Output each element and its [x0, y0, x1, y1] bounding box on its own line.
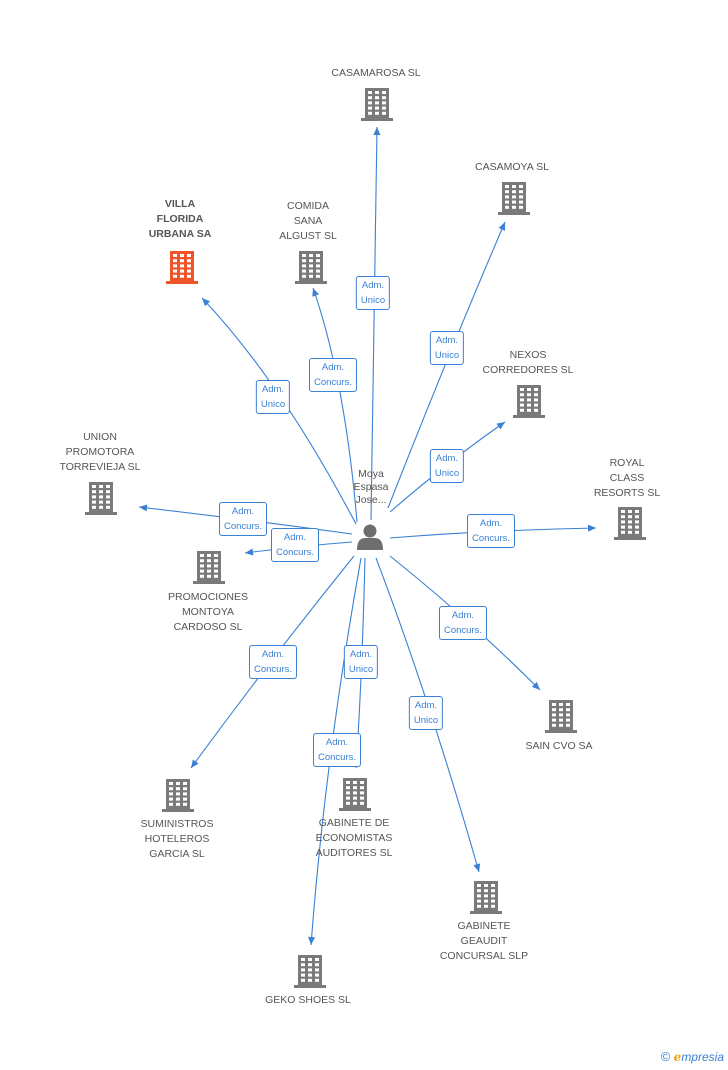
company-label-gabeco[interactable]: GABINETE DE ECONOMISTAS AUDITORES SL	[315, 817, 393, 859]
edge-arrow-villa	[202, 298, 211, 307]
building-icon-casamoya[interactable]	[498, 182, 530, 215]
building-icon-gaudit[interactable]	[470, 881, 502, 914]
edge-arrow-casamoya	[498, 222, 506, 231]
company-label-comida[interactable]: COMIDA SANA ALGUST SL	[279, 200, 337, 242]
building-icon-union[interactable]	[85, 482, 117, 515]
company-label-suministros[interactable]: SUMINISTROS HOTELEROS GARCIA SL	[140, 818, 214, 860]
edge-label-sain[interactable]: Adm. Concurs.	[438, 606, 488, 640]
edge-arrow-gaudit	[473, 863, 481, 872]
company-label-casamarosa[interactable]: CASAMAROSA SL	[331, 67, 421, 79]
person-label[interactable]: Moya Espasa Jose...	[353, 468, 389, 506]
person-icon[interactable]	[357, 524, 383, 551]
edge-label-suministros[interactable]: Adm. Concurs.	[248, 645, 298, 679]
edge-arrow-casamarosa	[373, 127, 381, 136]
edge-label-casamarosa[interactable]: Adm. Unico	[355, 276, 391, 310]
copyright-symbol: ©	[660, 1049, 671, 1064]
building-icon-gabeco[interactable]	[339, 778, 371, 811]
edge-label-union[interactable]: Adm. Concurs.	[218, 502, 268, 536]
company-label-gaudit[interactable]: GABINETE GEAUDIT CONCURSAL SLP	[439, 920, 529, 962]
building-icon-royal[interactable]	[614, 507, 646, 540]
company-label-geko[interactable]: GEKO SHOES SL	[265, 994, 351, 1006]
building-icon-casamarosa[interactable]	[361, 88, 393, 121]
company-label-casamoya[interactable]: CASAMOYA SL	[475, 161, 549, 173]
building-icon-promociones[interactable]	[193, 551, 225, 584]
edges-layer	[138, 126, 597, 946]
edge-arrow-suministros	[191, 759, 199, 768]
building-icon-nexos[interactable]	[513, 385, 545, 418]
edge-label-gabeco[interactable]: Adm. Unico	[343, 645, 379, 679]
company-label-royal[interactable]: ROYAL CLASS RESORTS SL	[593, 457, 661, 499]
edge-arrow-sain	[531, 681, 540, 690]
brand-logo-text: mpresia	[681, 1050, 724, 1064]
edge-label-gaudit[interactable]: Adm. Unico	[408, 696, 444, 730]
edge-arrow-royal	[587, 524, 596, 532]
brand-logo-letter: e	[673, 1050, 682, 1064]
edge-label-promociones[interactable]: Adm. Concurs.	[270, 528, 320, 562]
edge-arrow-nexos	[496, 422, 505, 430]
footer-brand: © empresia	[661, 1049, 724, 1064]
edge-label-royal[interactable]: Adm. Concurs.	[466, 514, 516, 548]
nodes-layer	[85, 88, 646, 988]
building-icon-comida[interactable]	[295, 251, 327, 284]
edge-label-comida[interactable]: Adm. Concurs.	[308, 358, 358, 392]
edge-arrow-comida	[312, 288, 319, 297]
building-icon-villa[interactable]	[166, 251, 198, 284]
edge-label-geko[interactable]: Adm. Concurs.	[312, 733, 362, 767]
edge-label-casamoya[interactable]: Adm. Unico	[429, 331, 465, 365]
company-label-union[interactable]: UNION PROMOTORA TORREVIEJA SL	[59, 431, 141, 473]
company-label-sain[interactable]: SAIN CVO SA	[525, 740, 593, 752]
edge-comida	[312, 287, 358, 523]
company-label-villa[interactable]: VILLA FLORIDA URBANA SA	[148, 198, 212, 240]
building-icon-suministros[interactable]	[162, 779, 194, 812]
building-icon-sain[interactable]	[545, 700, 577, 733]
edge-arrow-geko	[308, 936, 316, 945]
company-label-promociones[interactable]: PROMOCIONES MONTOYA CARDOSO SL	[168, 591, 248, 633]
edge-label-villa[interactable]: Adm. Unico	[255, 380, 291, 414]
edge-arrow-union	[139, 504, 148, 512]
company-label-nexos[interactable]: NEXOS CORREDORES SL	[482, 349, 574, 376]
edge-casamarosa	[370, 126, 378, 521]
edge-arrow-promociones	[245, 548, 254, 556]
building-icon-geko[interactable]	[294, 955, 326, 988]
edge-label-nexos[interactable]: Adm. Unico	[429, 449, 465, 483]
